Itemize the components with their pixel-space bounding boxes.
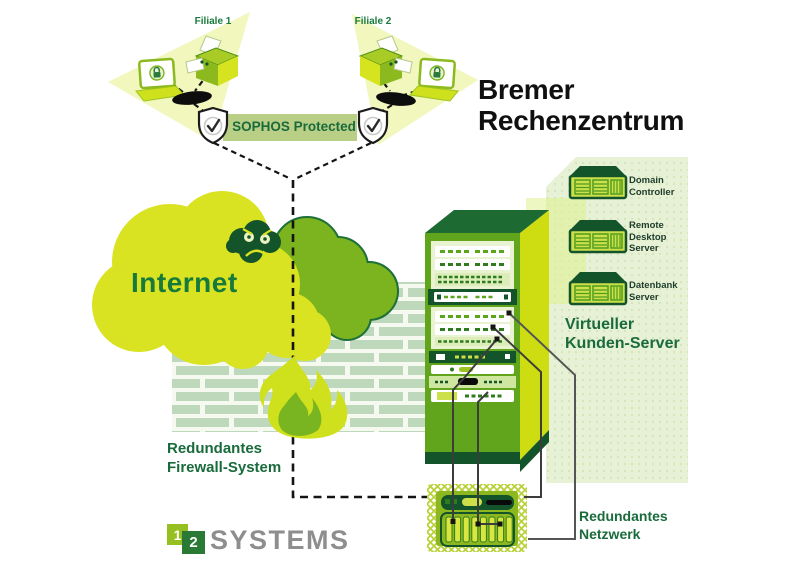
branch1-label: Filiale 1 [194,16,232,27]
server-box-domain-controller [568,166,628,200]
redundant-network-label: Redundantes Netzwerk [579,508,668,542]
company-logo: 1 2 SYSTEMS [164,520,384,560]
rack-vent-unit [435,273,510,286]
remote-desktop-label: Remote Desktop Server [629,220,667,255]
printer-icon-branch2 [358,35,413,86]
branch2-label: Filiale 2 [354,16,392,27]
page-title: Bremer Rechenzentrum [478,74,685,137]
rack-switch-links [450,310,576,540]
server-box-remote-desktop [568,220,628,254]
logo-square-2: 2 [182,531,205,554]
network-hub-icon-branch2 [376,92,416,106]
sophos-band [223,114,357,141]
virtual-customer-server-label: Virtueller Kunden-Server [565,316,680,353]
firewall-system-label: Redundantes Firewall-System [167,440,282,476]
server-rack [425,210,549,472]
switch-display [486,500,512,505]
server-box-datenbank [568,272,628,306]
network-hub-icon-branch1 [172,91,212,105]
domain-controller-label: Domain Controller [629,175,675,198]
vpn-dashed-link [291,180,427,499]
rack-unit [435,311,510,322]
printer-icon-branch1 [185,35,240,86]
angry-cloud-face-icon [226,220,281,263]
datenbank-server-label: Datenbank Server [629,280,678,303]
rack-unit [435,246,510,257]
logo-wordmark: SYSTEMS [210,525,350,555]
laptop-icon-branch2 [409,57,459,102]
firewall-flame-icon [259,356,348,439]
shield-check-icon-branch2 [357,106,389,145]
laptop-icon-branch1 [135,57,185,102]
rack-unit [435,259,510,270]
internet-cloud [92,191,331,369]
internet-label: Internet [131,267,238,298]
sophos-protected-label: SOPHOS Protected [232,119,356,134]
rack-unit [434,292,511,302]
shield-check-icon-branch1 [197,106,229,145]
